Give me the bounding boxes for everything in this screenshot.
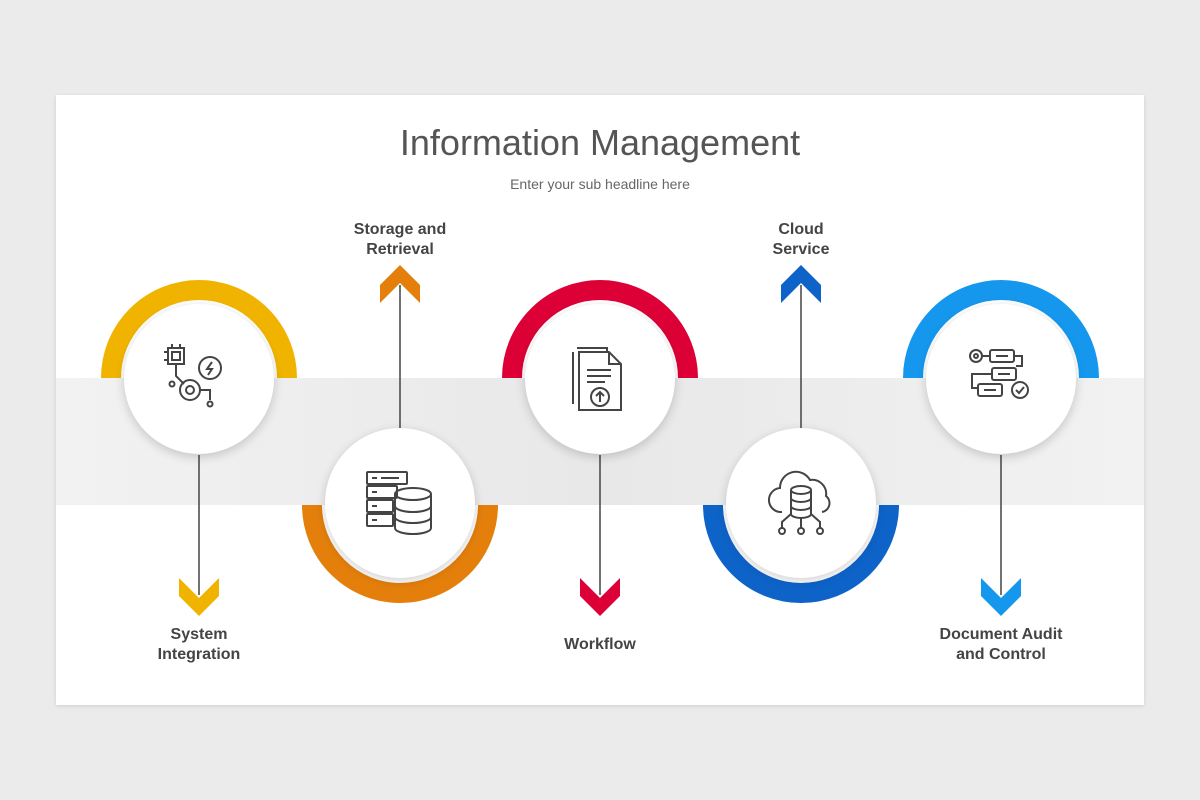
page-title: Information Management bbox=[399, 122, 801, 163]
workflow-check-icon bbox=[969, 349, 1029, 399]
step-cloud-service bbox=[703, 265, 899, 603]
step-document-audit bbox=[903, 280, 1099, 616]
step-2-arc bbox=[302, 504, 498, 603]
step-1-arrow-head bbox=[179, 578, 219, 616]
step-system-integration bbox=[101, 280, 297, 616]
step-1-arc bbox=[101, 280, 297, 379]
step-3-circle bbox=[525, 304, 675, 454]
document-upload-icon bbox=[572, 347, 622, 411]
step-3-arrow-head bbox=[580, 578, 620, 616]
step-4-arc bbox=[703, 504, 899, 603]
step-5-circle bbox=[926, 304, 1076, 454]
step-workflow bbox=[502, 280, 698, 616]
step-2-arrow-head bbox=[380, 265, 420, 303]
process-diagram bbox=[101, 265, 1099, 616]
step-3-label: Workflow bbox=[564, 636, 636, 653]
step-5-label: Document Audit and Control bbox=[939, 626, 1063, 663]
step-2-label: Storage and Retrieval bbox=[353, 221, 447, 258]
step-4-circle bbox=[726, 428, 876, 578]
step-1-label: System Integration bbox=[157, 626, 241, 663]
step-5-arrow-head bbox=[981, 578, 1021, 616]
cloud-database-icon bbox=[768, 470, 831, 535]
page-subtitle: Enter your sub headline here bbox=[510, 176, 690, 192]
step-2-circle bbox=[325, 428, 475, 578]
slide: Information Management Enter your sub he… bbox=[56, 95, 1144, 705]
step-4-label: Cloud Service bbox=[772, 221, 830, 258]
server-database-icon bbox=[366, 471, 432, 535]
step-4-arrow-head bbox=[781, 265, 821, 303]
step-5-arc bbox=[903, 280, 1099, 379]
step-3-arc bbox=[502, 280, 698, 379]
step-1-circle bbox=[124, 304, 274, 454]
step-storage-retrieval bbox=[302, 265, 498, 603]
gears-chip-icon bbox=[164, 344, 222, 408]
